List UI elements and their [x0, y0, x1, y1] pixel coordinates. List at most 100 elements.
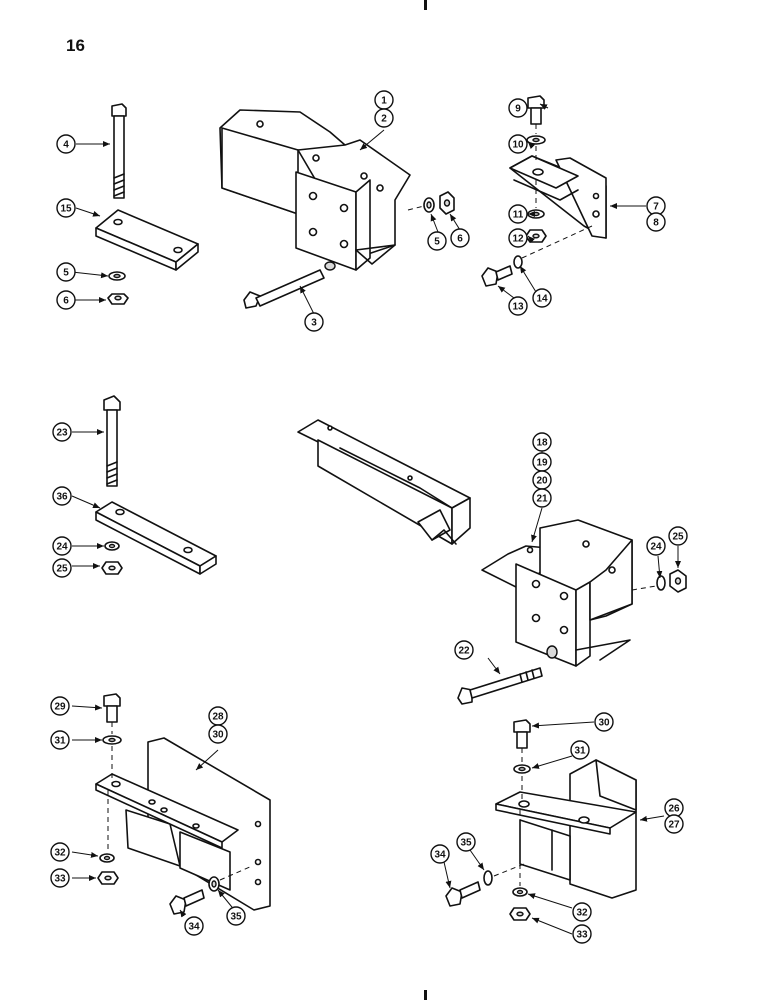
lock-washer-24a — [104, 541, 120, 551]
callout-label: 11 — [513, 210, 524, 221]
callout-label: 2 — [381, 114, 387, 125]
washer-11 — [527, 209, 545, 219]
callout-10: 10 — [508, 134, 528, 154]
bottom-registration-mark — [424, 990, 427, 1000]
lock-washer-5a — [108, 271, 126, 281]
callout-13: 13 — [508, 296, 528, 316]
callout-label: 34 — [434, 850, 446, 861]
callout-label: 29 — [54, 702, 66, 713]
nut-6b — [439, 191, 455, 215]
nut-12 — [525, 229, 547, 243]
callout-label: 28 — [212, 712, 224, 723]
callout-2: 2 — [374, 108, 394, 128]
callout-32: 32 — [572, 902, 592, 922]
callout-label: 13 — [512, 302, 524, 313]
callout-label: 31 — [54, 736, 66, 747]
callout-30: 30 — [594, 712, 614, 732]
callout-label: 33 — [576, 930, 588, 941]
bracket-1-2 — [219, 109, 411, 271]
callout-25: 25 — [668, 526, 688, 546]
lock-washer-35b — [483, 870, 493, 886]
callout-33: 33 — [572, 924, 592, 944]
leader-lines — [71, 103, 681, 935]
callout-label: 34 — [188, 922, 200, 933]
callout-label: 36 — [56, 492, 68, 503]
callout-1: 1 — [374, 90, 394, 110]
callout-14: 14 — [532, 288, 552, 308]
callout-label: 12 — [512, 234, 524, 245]
bolt-23 — [103, 395, 121, 487]
callout-12: 12 — [508, 228, 528, 248]
washer-10 — [526, 135, 546, 145]
callout-30: 30 — [208, 724, 228, 744]
callout-label: 27 — [668, 820, 680, 831]
callout-20: 20 — [532, 470, 552, 490]
callout-22: 22 — [454, 640, 474, 660]
nut-6a — [107, 293, 129, 305]
plate-15 — [95, 209, 199, 271]
callout-33: 33 — [50, 868, 70, 888]
nut-33b — [509, 907, 531, 921]
washer-31b — [513, 764, 531, 774]
lock-washer-32b — [512, 887, 528, 897]
callout-11: 11 — [508, 204, 528, 224]
callout-21: 21 — [532, 488, 552, 508]
callout-27: 27 — [664, 814, 684, 834]
callout-35: 35 — [226, 906, 246, 926]
callout-label: 20 — [536, 476, 548, 487]
nut-25a — [101, 561, 123, 575]
callout-label: 6 — [63, 296, 69, 307]
callout-24: 24 — [646, 536, 666, 556]
callout-label: 32 — [54, 848, 66, 859]
lock-washer-14 — [513, 255, 523, 269]
callout-label: 9 — [515, 104, 521, 115]
top-registration-mark — [424, 0, 427, 10]
callout-6: 6 — [56, 290, 76, 310]
callout-8: 8 — [646, 212, 666, 232]
callout-label: 35 — [460, 838, 472, 849]
callout-28: 28 — [208, 706, 228, 726]
callout-35: 35 — [456, 832, 476, 852]
plate-36 — [95, 501, 217, 575]
bolt-34a — [169, 889, 205, 915]
bolt-30b — [513, 719, 531, 749]
callout-31: 31 — [50, 730, 70, 750]
callout-5: 5 — [427, 231, 447, 251]
callout-15: 15 — [56, 198, 76, 218]
callout-4: 4 — [56, 134, 76, 154]
callout-label: 31 — [574, 746, 586, 757]
callout-label: 4 — [63, 140, 69, 151]
callout-label: 24 — [56, 542, 68, 553]
bolt-30a — [103, 693, 121, 723]
callout-label: 1 — [381, 96, 387, 107]
callout-label: 30 — [598, 718, 610, 729]
bolt-13 — [481, 265, 513, 287]
bolt-22 — [457, 645, 558, 705]
callout-label: 24 — [650, 542, 662, 553]
callout-label: 14 — [536, 294, 548, 305]
bolt-4 — [111, 103, 127, 199]
callout-label: 25 — [56, 564, 68, 575]
callout-29: 29 — [50, 696, 70, 716]
bracket-26-27 — [495, 759, 637, 899]
callout-32: 32 — [50, 842, 70, 862]
callout-label: 19 — [536, 458, 548, 469]
bolt-9 — [527, 95, 545, 125]
callout-label: 23 — [56, 428, 68, 439]
lock-washer-5b — [423, 197, 435, 213]
callout-23: 23 — [52, 422, 72, 442]
washer-31a — [102, 735, 122, 745]
callout-25: 25 — [52, 558, 72, 578]
callout-label: 8 — [653, 218, 659, 229]
callout-31: 31 — [570, 740, 590, 760]
bolt-34b — [445, 881, 481, 907]
callout-label: 6 — [457, 234, 463, 245]
frame-channel — [297, 419, 471, 545]
callout-label: 10 — [512, 140, 524, 151]
callout-19: 19 — [532, 452, 552, 472]
callout-label: 32 — [576, 908, 588, 919]
callout-label: 33 — [54, 874, 66, 885]
nut-33a — [97, 871, 119, 885]
